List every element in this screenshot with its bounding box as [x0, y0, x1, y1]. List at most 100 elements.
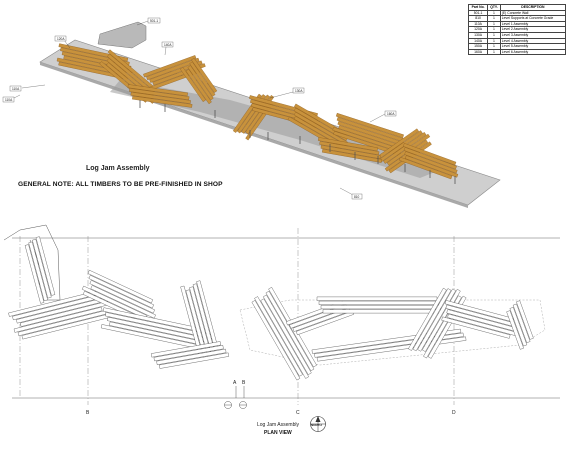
iso-callouts: 501-1 120A 140A 110A 110A 130A 160A	[2, 17, 397, 200]
timber-log	[399, 156, 453, 180]
timber-log	[153, 345, 224, 362]
timber-log	[317, 137, 379, 152]
timber-log	[403, 147, 457, 170]
timber-log	[404, 155, 459, 178]
north-arrow-icon	[310, 416, 326, 432]
timber-log	[90, 285, 156, 319]
timber-log	[316, 296, 438, 301]
iso-view: 501-1 120A 140A 110A 110A 130A 160A	[2, 17, 501, 208]
callout-box	[147, 17, 161, 24]
section-bubbles	[224, 401, 247, 409]
callout-box	[351, 193, 363, 200]
grid-label-d: D	[452, 410, 456, 416]
timber-log	[130, 91, 191, 104]
timber-log	[28, 241, 48, 301]
timber-log	[143, 55, 197, 78]
cell-part: 110A	[467, 20, 489, 28]
cell-part: 810	[467, 15, 489, 22]
grid-label-b: B	[86, 410, 90, 416]
timber-log	[150, 341, 221, 358]
section-label-a: A	[233, 380, 237, 386]
timber-log	[159, 352, 230, 369]
timber-log	[512, 303, 531, 343]
timber-log	[32, 239, 52, 299]
north-label: NORTH	[311, 423, 322, 427]
timber-log	[179, 66, 206, 103]
timber-log	[127, 84, 188, 97]
timber-log	[335, 112, 404, 139]
cell-qty: 1	[487, 48, 501, 56]
timber-log	[412, 288, 452, 352]
callout-501-1: 501-1	[150, 19, 158, 23]
cell-desc: Level 6 Assembly	[499, 48, 567, 56]
callout-110a-2: 110A	[5, 98, 13, 102]
timber-log	[320, 305, 442, 310]
cell-desc: Level Supports at Concrete Grade	[499, 15, 567, 22]
callout-130a: 130A	[295, 89, 303, 93]
timber-log	[146, 57, 200, 81]
timber-log	[263, 294, 312, 375]
timber-log	[185, 68, 212, 105]
iso-log-assembly	[56, 43, 459, 180]
timber-log	[254, 296, 303, 377]
timber-log	[322, 309, 444, 314]
section-marks	[235, 386, 245, 398]
plan-log-assembly	[8, 236, 534, 381]
timber-log	[441, 316, 511, 339]
timber-log	[260, 298, 309, 379]
callout-810: 810	[354, 195, 360, 199]
cell-desc: Level 1 Assembly	[499, 20, 567, 28]
section-label-b: B	[242, 380, 246, 386]
callout-box	[9, 85, 22, 92]
general-note: GENERAL NOTE: ALL TIMBERS TO BE PRE-FINI…	[18, 181, 223, 188]
timber-log	[265, 290, 315, 372]
callout-box	[292, 87, 305, 94]
timber-log	[156, 348, 227, 365]
timber-log	[100, 324, 210, 351]
timber-log	[320, 144, 381, 159]
timber-log	[189, 61, 216, 97]
timber-log	[319, 141, 380, 156]
callout-110a: 110A	[12, 87, 20, 91]
plan-view: B C D A B NORTH	[3, 224, 560, 432]
timber-log	[35, 236, 56, 296]
timber-log	[293, 111, 348, 146]
callout-140a: 140A	[164, 43, 172, 47]
timber-log	[132, 95, 193, 108]
callout-160a: 160A	[387, 112, 395, 116]
timber-log	[187, 65, 214, 101]
cell-part: 160A	[467, 48, 489, 56]
callout-box	[384, 110, 397, 117]
timber-log	[509, 307, 528, 347]
callout-box	[161, 41, 174, 48]
timber-log	[129, 88, 190, 101]
callout-box	[54, 35, 67, 42]
timber-log	[8, 291, 97, 317]
timber-log	[408, 287, 447, 351]
level-supports	[139, 100, 456, 184]
timber-log	[506, 310, 524, 350]
timber-log	[87, 269, 154, 304]
timber-log	[516, 300, 534, 340]
callout-120a: 120A	[57, 37, 65, 41]
timber-log	[251, 300, 301, 381]
timber-log	[24, 244, 45, 304]
timber-log	[417, 288, 456, 352]
grid-label-c: C	[296, 410, 300, 416]
plan-view-title: Log Jam Assembly	[257, 422, 299, 428]
timber-log	[13, 306, 103, 333]
timber-log	[404, 151, 458, 174]
timber-log	[88, 275, 155, 309]
timber-log	[89, 280, 155, 314]
iso-view-title: Log Jam Assembly	[86, 165, 150, 172]
timber-log	[321, 148, 383, 163]
timber-log	[318, 300, 440, 305]
callout-box	[2, 96, 15, 103]
